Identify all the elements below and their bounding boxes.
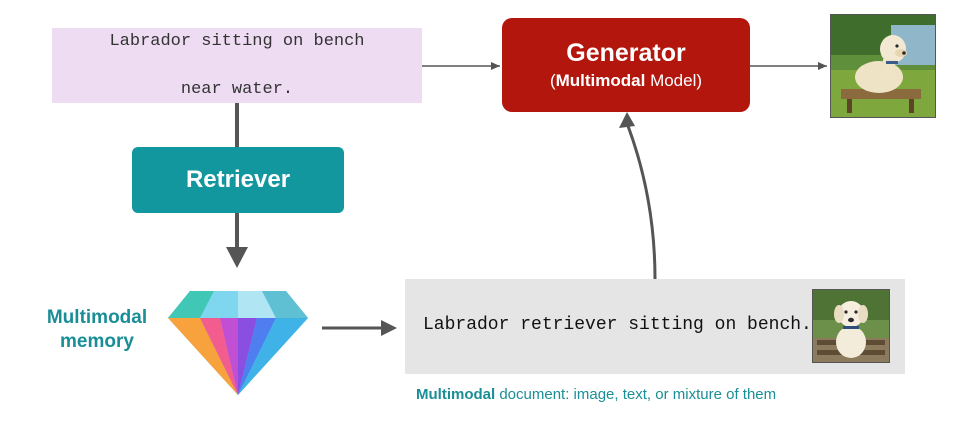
generated-labrador-image (830, 14, 936, 118)
generator-box: Generator (Multimodal Model) (502, 18, 750, 112)
generator-subtitle: (Multimodal Model) (550, 69, 702, 93)
arrowhead-retriever-to-memory (226, 247, 248, 268)
arrow-document-to-generator (626, 125, 657, 280)
memory-label-line-2: memory (60, 331, 134, 352)
retriever-box: Retriever (132, 147, 344, 213)
generator-sub-bold: Multimodal (555, 71, 646, 90)
document-caption: Multimodal document: image, text, or mix… (416, 386, 776, 403)
document-caption-bold: Multimodal (416, 386, 496, 403)
memory-label-line-1: Multimodal (46, 307, 148, 328)
document-labrador-image (812, 289, 890, 363)
arrowhead-document-to-generator (619, 112, 635, 128)
query-line-2: near water. (180, 79, 294, 99)
retriever-label: Retriever (185, 166, 291, 193)
generator-title: Generator (566, 39, 686, 67)
memory-label: Multimodal memory (36, 306, 158, 354)
document-caption-rest: document: image, text, or mixture of the… (495, 386, 777, 403)
generator-sub-open: ( (549, 71, 556, 90)
arrowhead-memory-to-document (381, 320, 397, 336)
document-text: Labrador retriever sitting on bench. (423, 315, 812, 335)
generator-sub-rest: Model) (645, 71, 703, 90)
query-line-1: Labrador sitting on bench (109, 31, 365, 51)
query-box: Labrador sitting on bench near water. (52, 28, 422, 103)
